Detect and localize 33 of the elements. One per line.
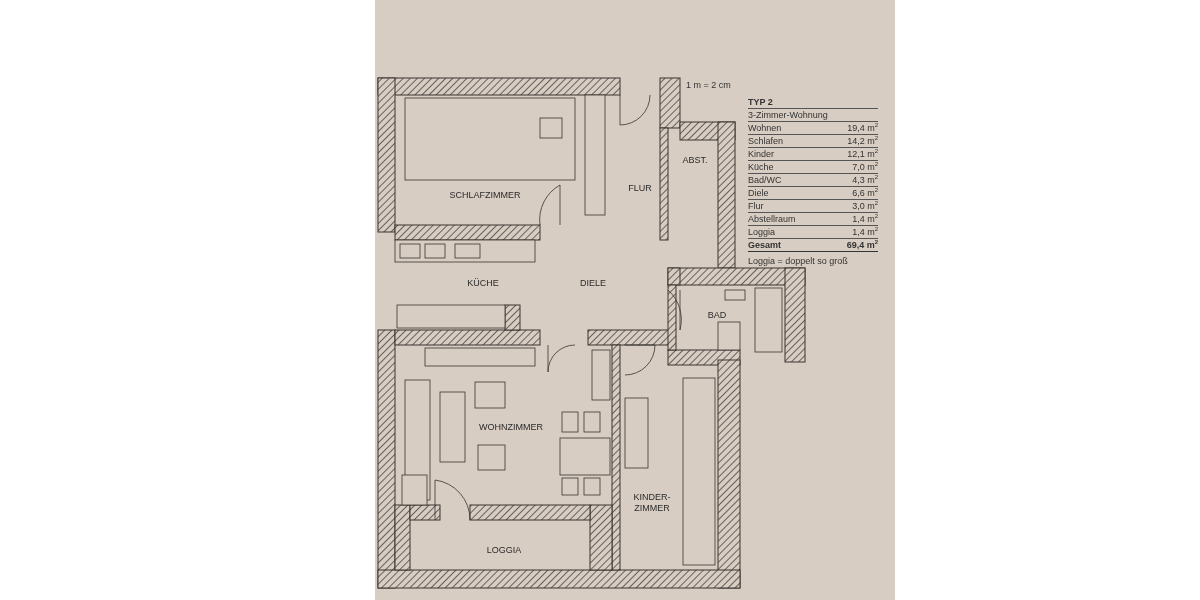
- table-cell: 6,6 m$^{2}$: [852, 187, 878, 199]
- table-cell: Küche: [748, 161, 774, 173]
- table-cell: Kinder: [748, 148, 774, 160]
- table-cell: 1,4 m$^{2}$: [852, 213, 878, 225]
- table-cell: Gesamt: [748, 239, 782, 251]
- table-cell: 19,4 m$^{2}$: [847, 122, 878, 134]
- room-label: BAD: [707, 309, 727, 321]
- table-cell: 7,0 m$^{2}$: [852, 161, 878, 173]
- room-label: KINDER- ZIMMER: [632, 492, 672, 514]
- table-cell: Schlafen: [748, 135, 784, 147]
- table-cell: Abstellraum: [748, 213, 796, 225]
- room-label: FLUR: [628, 182, 652, 194]
- table-cell: Wohnen: [748, 122, 782, 134]
- table-header: 3-Zimmer-Wohnung: [748, 108, 878, 122]
- table-cell: Flur: [748, 200, 764, 212]
- note: Loggia = doppelt so groß: [748, 255, 849, 267]
- table-cell: 1,4 m$^{2}$: [852, 226, 878, 238]
- room-label: KÜCHE: [467, 277, 499, 289]
- table-cell: Loggia: [748, 226, 776, 238]
- table-cell: 3,0 m$^{2}$: [852, 200, 878, 212]
- table-title: TYP 2: [748, 96, 774, 108]
- scale-label: 1 m = 2 cm: [686, 80, 731, 90]
- table-cell: 4,3 m$^{2}$: [852, 174, 878, 186]
- table-cell: Bad/WC: [748, 174, 782, 186]
- room-label: WOHNZIMMER: [479, 421, 543, 433]
- table-cell: 69,4 m$^{2}$: [846, 239, 878, 251]
- room-label: SCHLAFZIMMER: [449, 189, 521, 201]
- table-cell: 12,1 m$^{2}$: [847, 148, 878, 160]
- room-label: DIELE: [580, 277, 606, 289]
- table-cell: Diele: [748, 187, 769, 199]
- room-label: ABST.: [682, 154, 708, 166]
- table-cell: 14,2 m$^{2}$: [847, 135, 878, 147]
- room-label: LOGGIA: [486, 544, 522, 556]
